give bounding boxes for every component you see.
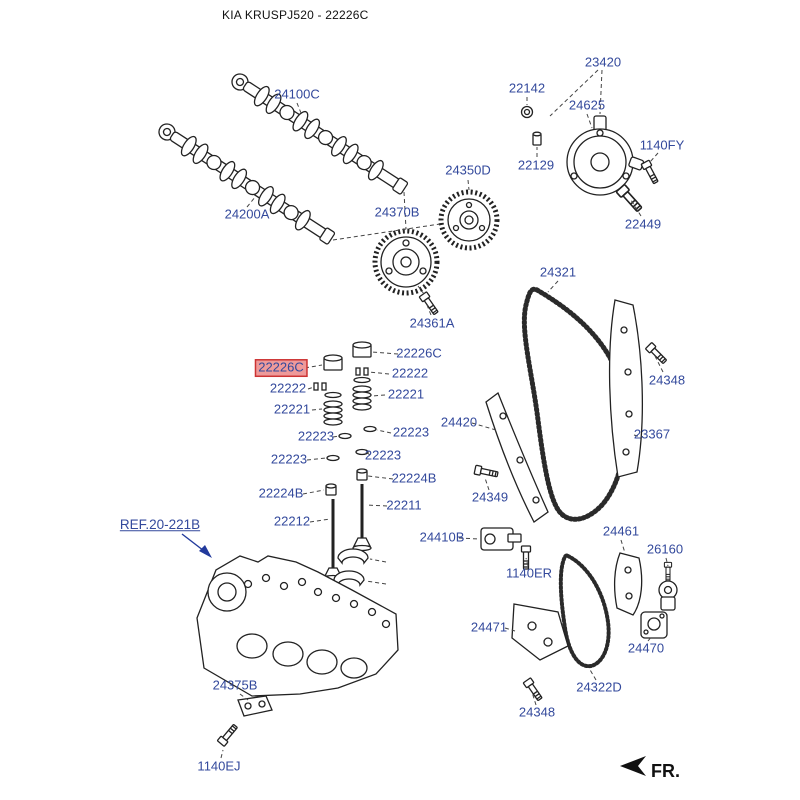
spring-seat-right-lower-drawing [355, 448, 369, 456]
part-label-22226C[interactable]: 22226C [396, 345, 442, 361]
part-label-24361A[interactable]: 24361A [409, 315, 455, 331]
chain-24322D-drawing [558, 553, 611, 669]
part-label-22226C-hl[interactable]: 22226C [256, 359, 306, 376]
part-label-24625[interactable]: 24625 [568, 97, 606, 113]
part-label-1140FY[interactable]: 1140FY [639, 137, 685, 153]
part-label-22221-r[interactable]: 22221 [387, 386, 425, 402]
part-label-24461[interactable]: 24461 [602, 523, 640, 539]
nut-22129-drawing [532, 131, 542, 146]
bearing-24371B-drawing [337, 548, 369, 565]
fr-arrow-icon [620, 756, 646, 776]
cvvt-sprocket-24370B-drawing [372, 228, 440, 296]
part-label-22223-d[interactable]: 22223 [364, 447, 402, 463]
cvvt-sprocket-24350D-drawing [438, 189, 500, 251]
part-label-ref-20-221B[interactable]: REF.20-221B [119, 517, 201, 533]
spring-seat-left-lower-drawing [326, 454, 340, 462]
part-label-24322D[interactable]: 24322D [576, 679, 622, 695]
part-label-22223-a[interactable]: 22223 [297, 428, 335, 444]
tappet-22226C-right-drawing [352, 341, 372, 358]
page-title: KIA KRUSPJ520 - 22226C [222, 8, 369, 22]
part-label-23367[interactable]: 23367 [633, 426, 671, 442]
bolt-24348-right-drawing [644, 341, 669, 366]
tensioner-arm-24461-drawing [613, 552, 643, 616]
part-label-22221-l[interactable]: 22221 [273, 401, 311, 417]
part-label-22223-b[interactable]: 22223 [392, 424, 430, 440]
part-label-24321[interactable]: 24321 [539, 264, 577, 280]
part-label-22449[interactable]: 22449 [624, 216, 662, 232]
camshaft-24200A-drawing [158, 123, 336, 245]
bolt-22449-drawing [615, 183, 645, 215]
bolt-1140FY-drawing [640, 159, 661, 186]
valve-22211-drawing [352, 484, 372, 552]
part-label-24370B[interactable]: 24370B [374, 204, 420, 220]
part-label-24100C[interactable]: 24100C [274, 86, 320, 102]
part-label-24348-b[interactable]: 24348 [518, 704, 556, 720]
spring-seat-right-upper-drawing [363, 425, 377, 433]
valve-keepers-left-drawing [313, 382, 342, 399]
body-24470-drawing [640, 611, 668, 639]
part-label-22222-r[interactable]: 22222 [391, 365, 429, 381]
bracket-24471-drawing [511, 603, 569, 661]
spring-seat-left-upper-drawing [338, 432, 352, 440]
part-label-22211[interactable]: 22211 [386, 497, 422, 513]
part-label-1140ER[interactable]: 1140ER [505, 565, 553, 581]
camshaft-24100C-drawing [231, 73, 409, 195]
part-label-24350D[interactable]: 24350D [445, 162, 491, 178]
tensioner-24410B-drawing [480, 527, 522, 551]
valve-seal-right-drawing [356, 468, 368, 481]
part-label-22224B-l[interactable]: 22224B [258, 485, 304, 501]
part-label-24349[interactable]: 24349 [471, 489, 509, 505]
valve-22212-drawing [323, 499, 343, 582]
cvvt-pump-24625-drawing [566, 115, 645, 196]
part-label-24348-r[interactable]: 24348 [648, 372, 686, 388]
part-label-23420[interactable]: 23420 [584, 54, 622, 70]
part-label-22222-l[interactable]: 22222 [269, 380, 307, 396]
leader-lines [220, 69, 669, 759]
valve-seal-left-drawing [325, 483, 337, 496]
part-label-24471[interactable]: 24471 [470, 619, 508, 635]
cylinder-head-block-drawing [196, 555, 399, 697]
part-label-22129[interactable]: 22129 [517, 157, 555, 173]
part-label-22223-c[interactable]: 22223 [270, 451, 308, 467]
part-label-22142[interactable]: 22142 [508, 80, 546, 96]
fr-label: FR. [651, 761, 680, 781]
part-label-24200A[interactable]: 24200A [224, 206, 270, 222]
part-label-22212[interactable]: 22212 [273, 513, 311, 529]
bearing-24372B-drawing [333, 570, 365, 587]
valve-spring-left-drawing [323, 400, 343, 426]
part-label-22224B-r[interactable]: 22224B [391, 470, 437, 486]
bracket-24375B-drawing [237, 695, 273, 717]
part-label-24470[interactable]: 24470 [627, 640, 665, 656]
part-label-24420[interactable]: 24420 [440, 414, 478, 430]
bolt-1140EJ-drawing [216, 722, 240, 748]
valve-keepers-right-drawing [353, 367, 371, 384]
pump-26160-drawing [658, 561, 678, 611]
bolt-24349-drawing [473, 464, 500, 480]
part-label-24410B[interactable]: 24410B [419, 529, 465, 545]
tappet-22226C-left-drawing [323, 354, 343, 371]
ref-arrow [181, 533, 212, 558]
chain-guide-23367-drawing [608, 299, 643, 478]
part-label-24375B[interactable]: 24375B [212, 677, 258, 693]
part-label-1140EJ[interactable]: 1140EJ [197, 758, 241, 774]
washer-22142-drawing [520, 105, 534, 119]
valve-spring-right-drawing [352, 385, 372, 411]
part-label-26160[interactable]: 26160 [646, 541, 684, 557]
chain-guide-24420-drawing [485, 391, 549, 523]
